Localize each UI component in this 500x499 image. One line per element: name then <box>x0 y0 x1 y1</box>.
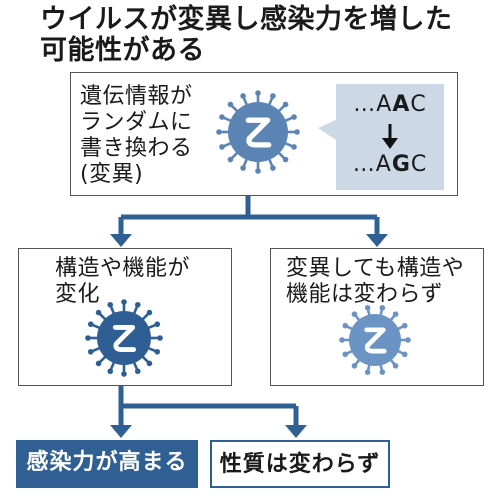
result-no-change: 性質は変わらず <box>210 440 390 488</box>
sequence-after-changed-base: G <box>391 152 411 177</box>
structure-unchanged-text: 変異しても構造や 機能は変わらず <box>286 256 464 308</box>
sequence-after-suffix: C <box>410 152 428 177</box>
virus-icon <box>339 305 411 375</box>
down-arrow-icon <box>382 124 398 149</box>
callout-pointer <box>318 120 336 140</box>
structure-changed-text: 構造や機能が 変化 <box>55 256 190 308</box>
mutation-text-line: 遺伝情報が <box>80 84 193 109</box>
arrowhead-result-right <box>285 425 307 438</box>
sequence-after: …AGC <box>336 152 444 177</box>
title-line-2: 可能性がある <box>40 35 205 66</box>
structure-unchanged-line: 変異しても構造や <box>286 256 465 281</box>
mutation-text-line: (変異) <box>80 162 144 187</box>
structure-unchanged-line: 機能は変わらず <box>286 282 444 307</box>
sequence-before-prefix: …A <box>353 92 393 117</box>
structure-changed-line: 構造や機能が <box>55 256 191 281</box>
title-line-1: ウイルスが変異し感染力を増した <box>40 4 453 35</box>
result-infectivity-up: 感染力が高まる <box>16 440 198 488</box>
sequence-panel: …AAC …AGC <box>336 84 444 190</box>
mutation-text: 遺伝情報が ランダムに 書き換わる (変異) <box>80 84 193 188</box>
arrowhead-right <box>366 234 388 247</box>
virus-icon <box>85 299 163 377</box>
structure-changed-line: 変化 <box>55 282 101 307</box>
arrowhead-left <box>110 234 132 247</box>
virus-icon <box>216 90 300 174</box>
sequence-before-changed-base: A <box>392 92 411 117</box>
sequence-before-suffix: C <box>410 92 427 117</box>
sequence-before: …AAC <box>336 92 444 117</box>
sequence-after-prefix: …A <box>352 152 392 177</box>
arrowhead-result-left <box>110 425 132 438</box>
mutation-text-line: 書き換わる <box>80 136 193 161</box>
mutation-text-line: ランダムに <box>80 110 193 135</box>
diagram-title: ウイルスが変異し感染力を増した 可能性がある <box>40 4 490 66</box>
